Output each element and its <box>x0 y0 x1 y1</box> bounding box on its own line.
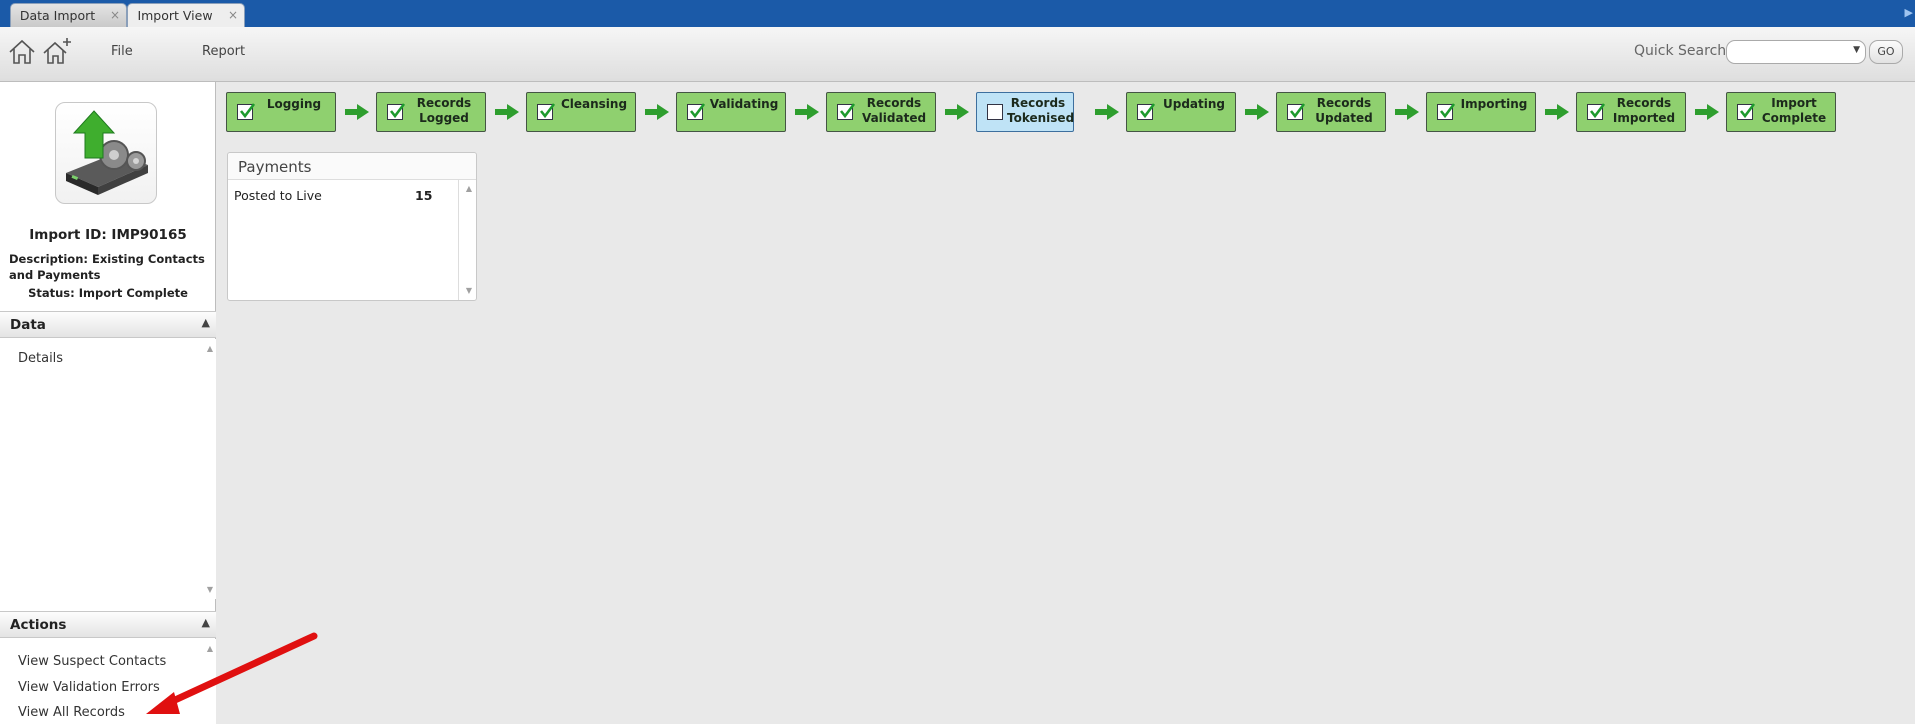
tab-label: Data Import <box>19 8 96 23</box>
payments-row-value: 15 <box>415 188 433 203</box>
workflow-step[interactable]: Records Tokenised <box>976 92 1074 132</box>
workflow-step[interactable]: Cleansing <box>526 92 636 132</box>
actions-section-body: ▲ View Suspect Contacts View Validation … <box>0 639 216 724</box>
close-icon[interactable]: × <box>109 8 120 22</box>
tab-data-import[interactable]: Data Import × <box>10 3 127 27</box>
arrow-right-icon <box>1545 104 1569 120</box>
chevron-up-icon[interactable]: ▲ <box>201 316 210 329</box>
chevron-up-icon[interactable]: ▲ <box>201 616 210 629</box>
workflow-step-label: Records Validated <box>861 96 927 125</box>
import-status: Status: Import Complete <box>28 286 188 300</box>
arrow-right-icon <box>1095 104 1119 120</box>
arrow-right-icon <box>1695 104 1719 120</box>
checkbox-checked-icon <box>837 103 856 120</box>
workflow-step[interactable]: Records Updated <box>1276 92 1386 132</box>
workflow-step-label: Validating <box>709 97 779 111</box>
workflow-step-label: Records Tokenised <box>1007 96 1075 125</box>
workflow-step[interactable]: Import Complete <box>1726 92 1836 132</box>
payments-scrollbar[interactable]: ▲ ▼ <box>458 180 476 300</box>
arrow-right-icon <box>1395 104 1419 120</box>
action-view-validation-errors[interactable]: View Validation Errors <box>18 680 160 695</box>
payments-row-label: Posted to Live <box>234 188 322 203</box>
menu-report[interactable]: Report <box>202 44 246 59</box>
import-description: Description: Existing Contacts and Payme… <box>9 252 205 282</box>
toolbar: File Report Quick Search ▼ GO <box>0 27 1915 82</box>
workflow-step-label: Importing <box>1460 97 1528 111</box>
workflow-step-label: Records Updated <box>1315 96 1373 125</box>
workflow-step[interactable]: Records Imported <box>1576 92 1686 132</box>
checkbox-checked-icon <box>1437 103 1456 120</box>
arrow-right-icon <box>795 104 819 120</box>
menu-file[interactable]: File <box>111 44 133 59</box>
data-import-drive-icon <box>55 102 157 204</box>
scroll-up-icon[interactable]: ▲ <box>206 644 213 653</box>
workflow-step[interactable]: Logging <box>226 92 336 132</box>
checkbox-empty-icon <box>987 104 1003 120</box>
workflow-step[interactable]: Records Logged <box>376 92 486 132</box>
workflow-step[interactable]: Validating <box>676 92 786 132</box>
arrow-right-icon <box>345 104 369 120</box>
workflow-step[interactable]: Importing <box>1426 92 1536 132</box>
arrow-right-icon <box>495 104 519 120</box>
section-title: Actions <box>10 617 67 633</box>
scroll-up-icon[interactable]: ▲ <box>206 344 213 353</box>
scroll-up-icon[interactable]: ▲ <box>465 184 472 193</box>
checkbox-checked-icon <box>1737 103 1756 120</box>
checkbox-checked-icon <box>1287 103 1306 120</box>
arrow-right-icon <box>1245 104 1269 120</box>
home-icon[interactable] <box>6 36 38 68</box>
left-panel: Import ID: IMP90165 Description: Existin… <box>0 82 216 724</box>
checkbox-checked-icon <box>1137 103 1156 120</box>
data-item-details[interactable]: Details <box>18 351 64 366</box>
actions-section-header[interactable]: Actions ▲ <box>0 611 216 638</box>
action-view-all-records[interactable]: View All Records <box>18 705 125 720</box>
checkbox-checked-icon <box>237 103 256 120</box>
tab-scroll-right-icon[interactable]: ▶ <box>1904 6 1913 19</box>
action-view-suspect-contacts[interactable]: View Suspect Contacts <box>18 654 167 669</box>
scroll-down-icon[interactable]: ▼ <box>206 585 213 594</box>
annotation-arrow <box>146 632 318 714</box>
quick-search-input[interactable]: ▼ <box>1726 40 1866 64</box>
checkbox-checked-icon <box>537 103 556 120</box>
checkbox-checked-icon <box>387 103 406 120</box>
checkbox-checked-icon <box>687 103 706 120</box>
tab-label: Import View <box>137 8 213 23</box>
workflow-step-label: Cleansing <box>560 97 628 111</box>
workflow-step[interactable]: Records Validated <box>826 92 936 132</box>
data-section-header[interactable]: Data ▲ <box>0 311 216 338</box>
payments-panel: Payments Posted to Live 15 ▲ ▼ <box>227 152 477 301</box>
close-icon[interactable]: × <box>227 8 238 22</box>
tab-import-view[interactable]: Import View × <box>127 3 245 27</box>
payments-title: Payments <box>228 153 476 180</box>
chevron-down-icon[interactable]: ▼ <box>1853 45 1860 55</box>
workflow-step-label: Logging <box>266 97 322 111</box>
checkbox-checked-icon <box>1587 103 1606 120</box>
quick-search-label: Quick Search <box>1634 43 1727 59</box>
home-add-icon[interactable] <box>42 36 74 68</box>
import-id: Import ID: IMP90165 <box>29 227 187 243</box>
workflow-step-label: Records Logged <box>416 96 472 125</box>
tab-bar: Data Import × Import View × ▶ <box>0 0 1915 27</box>
arrow-right-icon <box>945 104 969 120</box>
go-button[interactable]: GO <box>1869 40 1903 64</box>
section-title: Data <box>10 317 46 333</box>
scroll-down-icon[interactable]: ▼ <box>465 286 472 295</box>
workflow-step-label: Updating <box>1162 97 1225 111</box>
workflow-step-label: Import Complete <box>1761 96 1827 125</box>
arrow-right-icon <box>645 104 669 120</box>
workflow-step-label: Records Imported <box>1612 96 1676 125</box>
data-section-body: ▲ Details ▼ <box>0 339 216 599</box>
workflow-step[interactable]: Updating <box>1126 92 1236 132</box>
